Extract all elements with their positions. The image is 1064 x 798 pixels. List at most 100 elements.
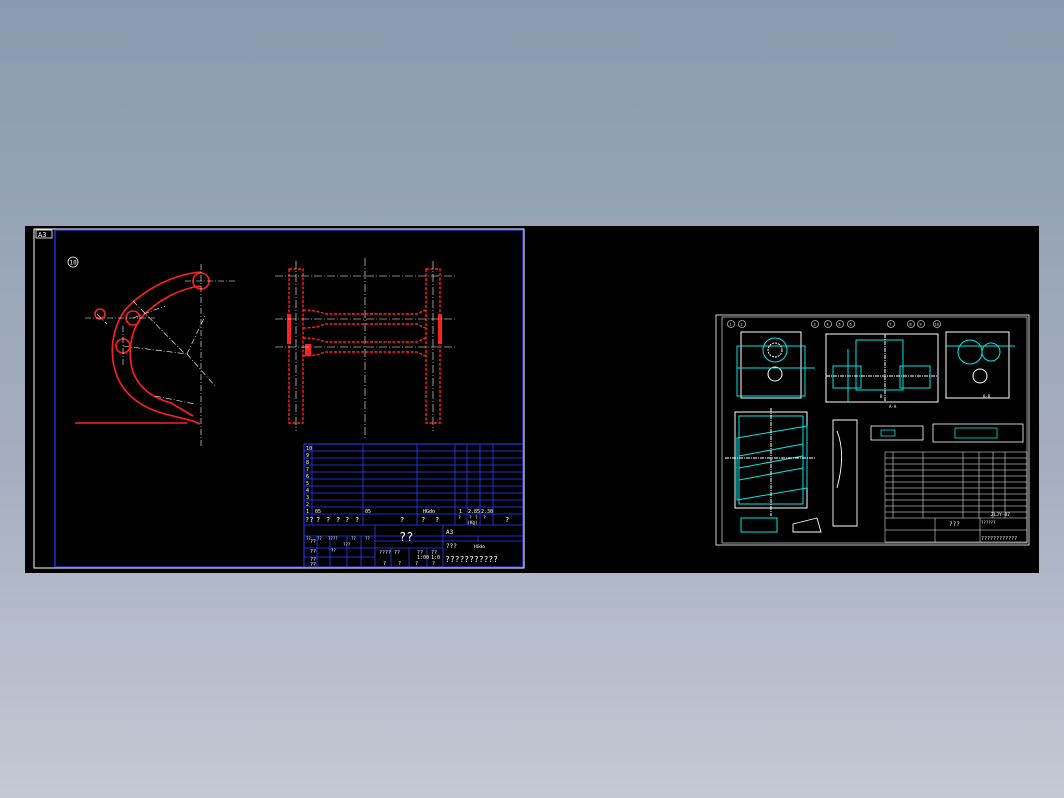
- header-small-1: ?: [458, 515, 461, 521]
- header-cell-7: ?: [400, 516, 404, 524]
- assembly-side-profile: [792, 419, 858, 533]
- header-cell-9: ?: [435, 516, 439, 524]
- row1-weight-single: 2.85: [468, 509, 480, 515]
- row-no-4: 4: [306, 488, 309, 494]
- cad-viewport[interactable]: A3 10: [25, 226, 1039, 573]
- left-small-2: ??: [317, 536, 322, 541]
- scale-label: A3: [446, 529, 454, 536]
- assembly-parts-list: [884, 451, 1028, 543]
- balloon-6: 6: [850, 323, 852, 327]
- left-small-7: ??: [331, 548, 336, 553]
- left-small-5: ??: [365, 536, 370, 541]
- left-small-6: ???: [343, 542, 351, 547]
- sheet-2-outer-border: [715, 314, 1030, 546]
- row1-code-a: 05: [315, 509, 321, 515]
- bottom-q-3: ?: [415, 561, 418, 567]
- sheet-1[interactable]: A3 10: [33, 228, 525, 569]
- row-no-8: 8: [306, 460, 309, 466]
- sheet-size-label: A3: [38, 231, 46, 239]
- header-cell-8: ?: [421, 516, 425, 524]
- bottom-q-2: ?: [398, 561, 401, 567]
- assembly-plan-view: [725, 408, 815, 533]
- bottom-small-2: 1:0: [431, 555, 440, 561]
- balloon-1: 1: [730, 323, 732, 327]
- row-no-6: 6: [306, 474, 309, 480]
- drawing-name: ??: [399, 530, 413, 544]
- left-small-3: ????: [328, 536, 338, 541]
- balloon-7: 7: [890, 323, 892, 327]
- section-label-bb: B-B: [983, 394, 991, 399]
- assembly-right-view: [945, 331, 1015, 399]
- row-no-1: 1: [306, 509, 309, 515]
- drawing-canvas: A3 10: [33, 228, 1030, 569]
- header-cell-3: ?: [326, 516, 330, 524]
- balloon-2: 2: [741, 323, 743, 327]
- left-label-4: ??: [310, 562, 316, 568]
- sheet-1-inner-frame: [54, 229, 524, 568]
- header-small-2: ?: [469, 515, 472, 521]
- left-label-2: ??: [310, 549, 316, 555]
- row1-code-b: 05: [365, 509, 371, 515]
- assembly-front-view: [736, 331, 815, 399]
- part-front-solid: [287, 314, 442, 356]
- header-cell-4: ?: [336, 516, 340, 524]
- company-name: ???????????: [445, 555, 498, 564]
- bottom-cell-2: ??: [394, 550, 400, 556]
- balloon-4: 4: [827, 323, 829, 327]
- title-mid-b: HGdo: [474, 544, 485, 550]
- part-front-centerlines: [275, 258, 455, 438]
- sheet-2-inner-frame: [721, 316, 1028, 544]
- bottom-q-4: ?: [432, 561, 435, 567]
- left-label-3: ??: [310, 557, 316, 563]
- balloon-8: 8: [910, 323, 912, 327]
- sheet-size-box: [35, 229, 53, 239]
- row1-weight-total: 2.30: [481, 509, 493, 515]
- assembly-top-code: ??????: [981, 520, 996, 525]
- row-no-7: 7: [306, 467, 309, 473]
- assembly-company: ????????????: [981, 536, 1017, 542]
- header-small-unit: (Kg): [467, 520, 478, 526]
- bottom-cell-4: ??: [431, 550, 437, 556]
- header-cell-2: ?: [316, 516, 320, 524]
- assembly-name: ???: [949, 521, 960, 528]
- balloon-5: 5: [839, 323, 841, 327]
- part-balloon: [67, 256, 79, 268]
- row1-material: HGdo: [423, 509, 435, 515]
- sheet-2-balloons: [727, 320, 941, 328]
- title-block: 10 9 8 7 6 5 4 3 2 1 05 05 HGdo 1 2.85 2…: [303, 443, 524, 568]
- header-cell-1: ??: [305, 516, 313, 524]
- part-side-view: [75, 271, 210, 425]
- section-label-b-mark: B: [880, 394, 883, 399]
- header-small-4: ?: [483, 515, 486, 521]
- row-no-2: 2: [306, 502, 309, 508]
- assembly-section-view: [825, 333, 939, 403]
- row-no-10: 10: [306, 446, 312, 452]
- row-no-5: 5: [306, 481, 309, 487]
- bottom-cell-1: ????: [379, 550, 391, 556]
- left-small-4: ??: [351, 536, 356, 541]
- balloon-3: 3: [814, 323, 816, 327]
- part-side-centerlines: [85, 264, 235, 448]
- bottom-q-1: ?: [383, 561, 386, 567]
- header-cell-10: ?: [505, 516, 509, 524]
- bottom-cell-3: ??: [417, 550, 423, 556]
- title-mid-a: ???: [446, 543, 457, 550]
- section-label-a: A-A: [889, 404, 897, 409]
- assembly-drawing-no: ZLJY-07: [991, 512, 1010, 518]
- left-label-1: ??: [310, 539, 316, 545]
- row-no-3: 3: [306, 495, 309, 501]
- sheet-2[interactable]: 1 2 3 4 5 6 7 8 9 10: [715, 314, 1030, 546]
- part-front-view: [288, 268, 441, 424]
- bottom-small-1: 1:00: [417, 555, 429, 561]
- row1-qty: 1: [459, 509, 462, 515]
- sheet-1-outer-border: [33, 228, 525, 569]
- assembly-detail-views: [870, 423, 1024, 443]
- row-no-9: 9: [306, 453, 309, 459]
- header-cell-5: ?: [345, 516, 349, 524]
- left-small-1: ??: [306, 536, 311, 541]
- header-cell-6: ?: [355, 516, 359, 524]
- balloon-9: 9: [920, 323, 922, 327]
- balloon-10: 10: [935, 323, 939, 327]
- header-small-3: ?: [475, 515, 478, 521]
- part-balloon-label: 10: [70, 260, 78, 267]
